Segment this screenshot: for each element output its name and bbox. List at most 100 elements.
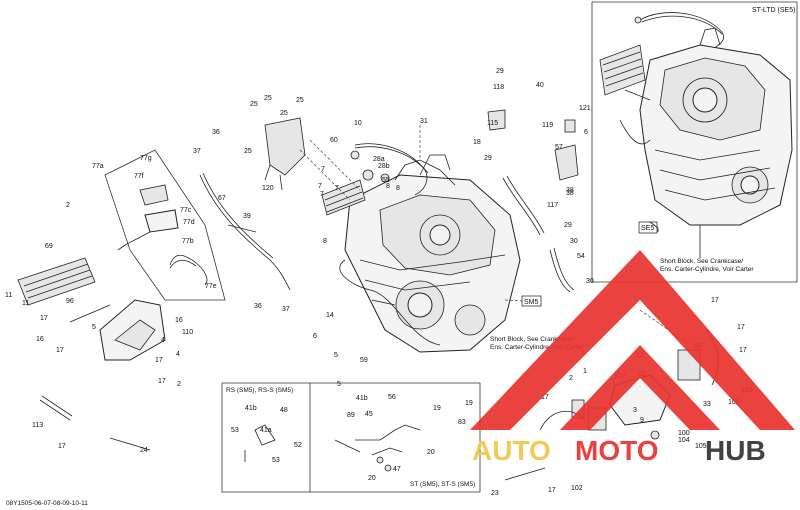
- callout-4: 4: [176, 351, 180, 358]
- callout-55: 55: [382, 177, 390, 184]
- callout-117: 117: [547, 202, 558, 209]
- callout-2: 2: [177, 381, 181, 388]
- callout-11: 11: [22, 300, 29, 307]
- callout-102: 102: [571, 485, 583, 492]
- callout-11: 11: [5, 292, 12, 299]
- callout-113: 113: [32, 422, 43, 429]
- callout-29: 29: [484, 155, 492, 162]
- variant-boxes: RS (SM5), RS-S (SM5) ST (SM5), ST-S (SM5…: [221, 382, 481, 493]
- callout-30: 30: [586, 278, 594, 285]
- callout-57: 57: [555, 144, 563, 151]
- callout-29: 29: [564, 222, 572, 229]
- main-engine: SM5 Short Block, See Crankcase/ Ens. Car…: [321, 109, 584, 353]
- watermark-logo: AUTO MOTO HUB: [470, 250, 795, 466]
- callout-110: 110: [182, 329, 193, 336]
- callout-25: 25: [250, 101, 258, 108]
- main-note-line2: Ens. Carter-Cylindre, Voir Carter: [490, 344, 584, 351]
- callout-36: 36: [212, 129, 220, 136]
- callout-17: 17: [711, 297, 719, 304]
- callout-25: 25: [244, 148, 252, 155]
- callout-56: 56: [388, 394, 396, 401]
- callout-106: 106: [728, 399, 740, 406]
- callout-37: 37: [282, 306, 290, 313]
- callout-41b: 41b: [245, 405, 257, 412]
- callout-18: 18: [473, 139, 481, 146]
- callout-105: 105: [695, 443, 707, 450]
- callout-52: 52: [294, 442, 302, 449]
- sm5-tag: SM5: [524, 299, 539, 306]
- callout-23: 23: [491, 490, 499, 497]
- callout-59: 59: [360, 357, 368, 364]
- watermark-triangle-inner: [560, 345, 720, 430]
- callout-45: 45: [365, 411, 373, 418]
- callout-4: 4: [161, 337, 165, 344]
- callout-36: 36: [254, 303, 262, 310]
- callout-17: 17: [155, 357, 163, 364]
- callout-8: 8: [396, 185, 400, 192]
- callout-31: 31: [420, 118, 428, 125]
- callout-37: 37: [193, 148, 201, 155]
- callout-20: 20: [427, 449, 435, 456]
- callout-60: 60: [330, 137, 338, 144]
- callout-69: 69: [45, 243, 53, 250]
- callout-77c: 77c: [180, 207, 192, 214]
- callout-7: 7: [335, 185, 339, 192]
- callout-89: 89: [347, 412, 355, 419]
- callout-17: 17: [739, 347, 747, 354]
- callout-118: 118: [493, 84, 504, 91]
- callout-24: 24: [140, 447, 148, 454]
- callout-8: 8: [323, 238, 327, 245]
- callout-20: 20: [368, 475, 376, 482]
- callout-96: 96: [66, 298, 74, 305]
- callout-54: 54: [577, 253, 585, 260]
- callout-25: 25: [264, 95, 272, 102]
- callout-28a: 28a: [373, 156, 385, 163]
- box-right-title: ST (SM5), ST-S (SM5): [410, 481, 475, 488]
- callout-2: 2: [569, 375, 573, 382]
- callout-41b: 41b: [356, 395, 368, 402]
- callout-17: 17: [56, 347, 64, 354]
- callout-53: 53: [231, 427, 239, 434]
- callout-83: 83: [458, 419, 466, 426]
- callout-77b: 77b: [182, 238, 194, 245]
- callout-17: 17: [737, 324, 745, 331]
- callout-119: 119: [542, 122, 553, 129]
- callout-6: 6: [584, 129, 588, 136]
- callout-41a: 41a: [260, 427, 272, 434]
- callout-53: 53: [272, 457, 280, 464]
- callout-77f: 77f: [134, 173, 144, 180]
- callout-38: 38: [566, 187, 574, 194]
- inset-note-line1: Short Block, See Crankcase/: [660, 258, 743, 265]
- callout-14: 14: [326, 312, 334, 319]
- callout-77e: 77e: [205, 283, 217, 290]
- callout-8: 8: [386, 183, 390, 190]
- callout-5: 5: [334, 352, 338, 359]
- callout-115: 115: [487, 120, 498, 127]
- callout-5: 5: [92, 324, 96, 331]
- doc-code: 08Y1505-06-07-08-09-10-11: [6, 500, 88, 507]
- callout-104: 104: [678, 437, 690, 444]
- callout-48: 48: [280, 407, 288, 414]
- callout-19: 19: [433, 405, 441, 412]
- callout-5: 5: [337, 381, 341, 388]
- callout-9: 9: [640, 417, 644, 424]
- main-note-line1: Short Block, See Crankcase/: [490, 336, 573, 343]
- inset-title: ST-LTD (SE5): [752, 7, 795, 14]
- callout-30: 30: [570, 238, 578, 245]
- callout-17: 17: [58, 443, 66, 450]
- callout-120: 120: [262, 185, 274, 192]
- callout-3: 3: [633, 407, 637, 414]
- watermark-moto: MOTO: [575, 435, 658, 466]
- callout-17: 17: [548, 487, 556, 494]
- callout-16: 16: [175, 317, 183, 324]
- callout-2: 2: [66, 202, 70, 209]
- callout-19: 19: [465, 400, 473, 407]
- callout-77d: 77d: [183, 219, 195, 226]
- callout-38: 38: [566, 190, 574, 197]
- callout-17: 17: [541, 394, 549, 401]
- watermark-hub: HUB: [705, 435, 766, 466]
- callout-7: 7: [321, 166, 325, 173]
- left-parts: [17, 149, 291, 451]
